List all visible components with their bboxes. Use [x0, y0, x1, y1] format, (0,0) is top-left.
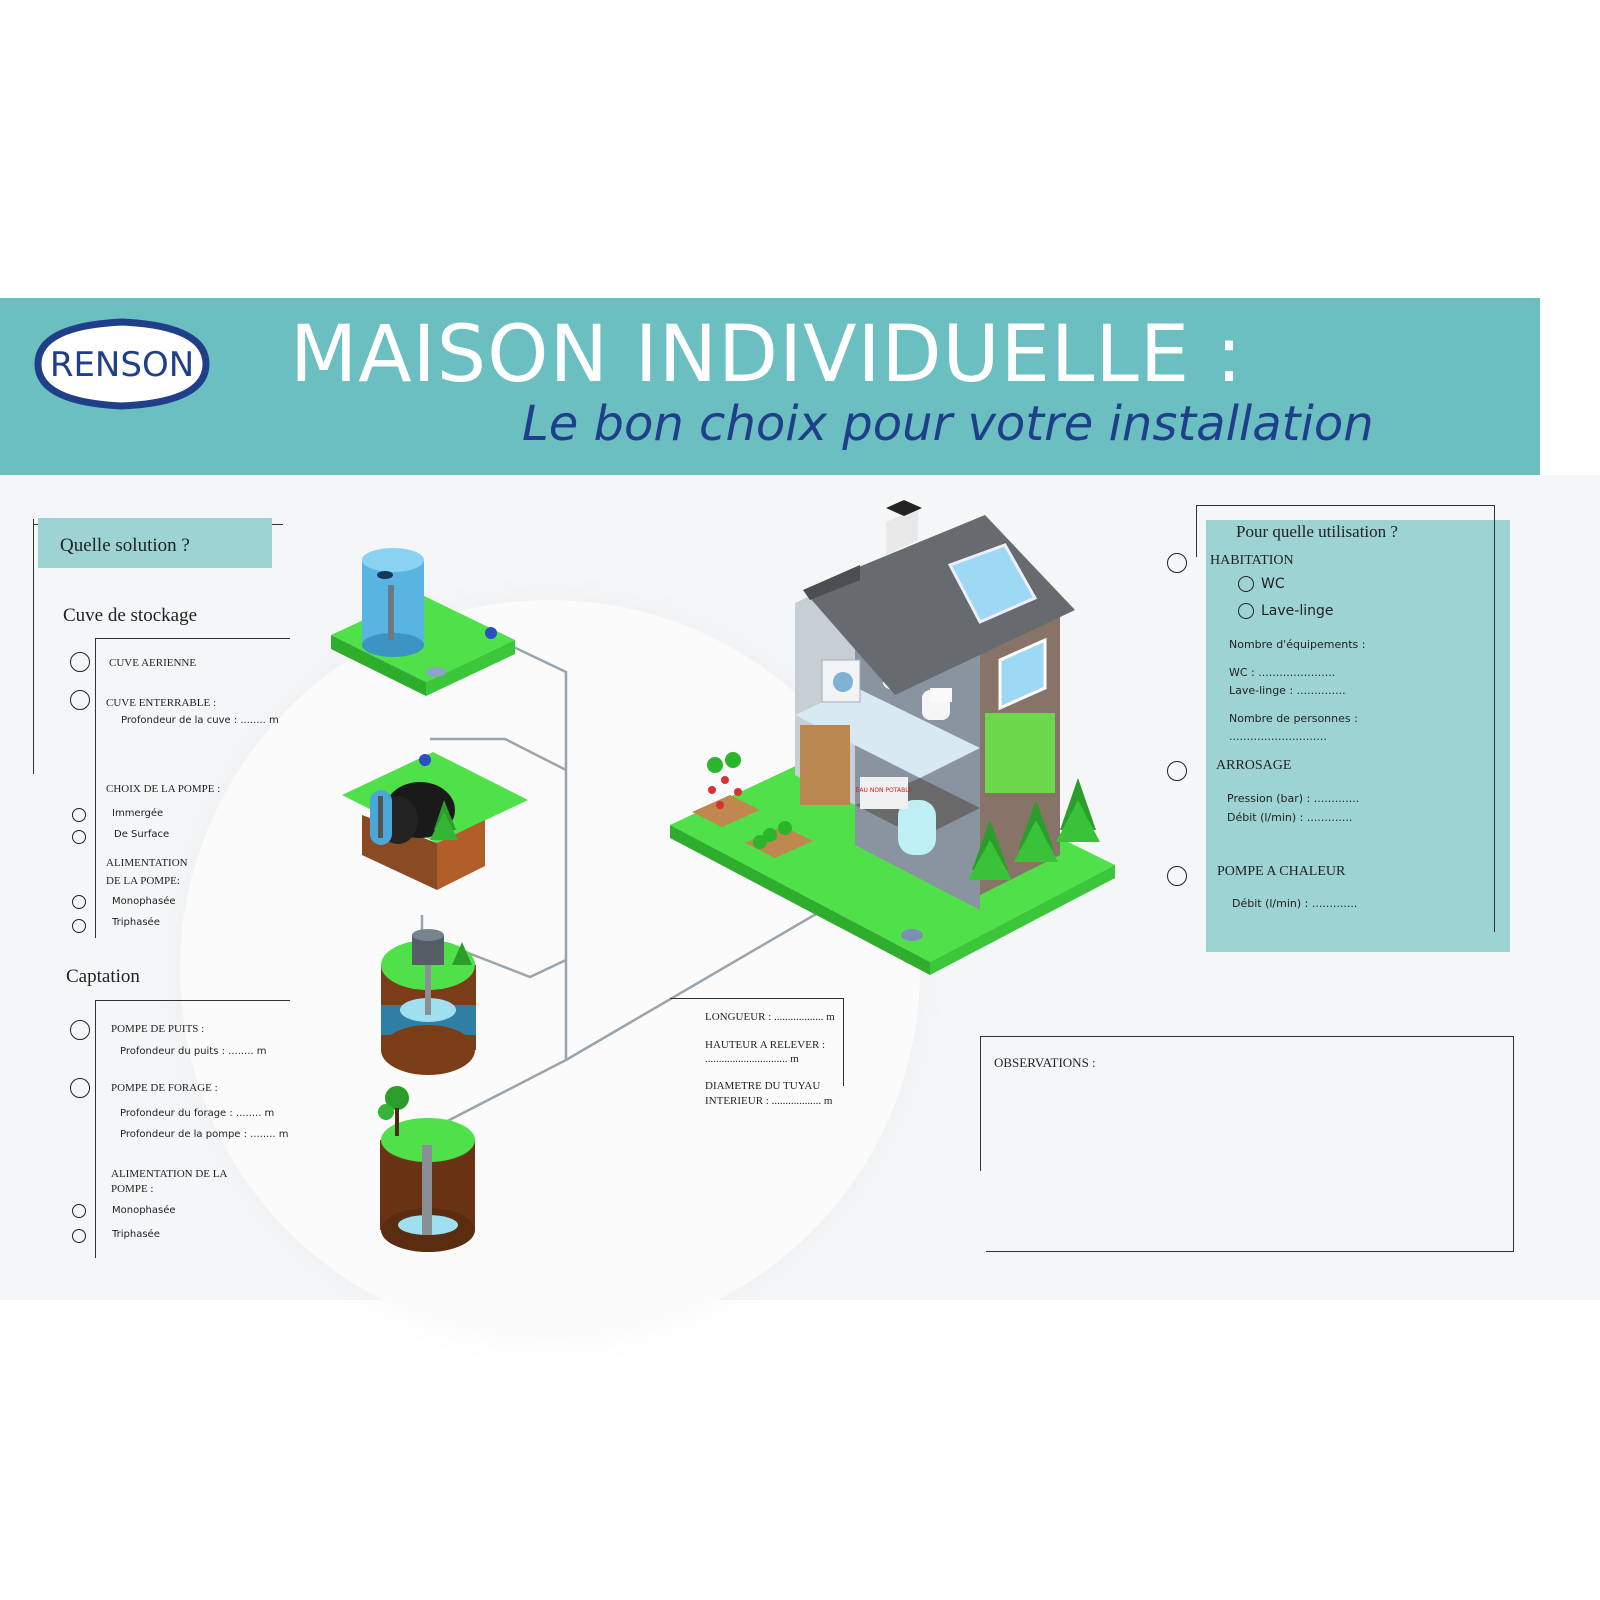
lave-linge-count-field[interactable]: Lave-linge : .............. — [1229, 684, 1346, 697]
diametre-label: DIAMETRE DU TUYAU — [705, 1080, 821, 1092]
pipe-info-frame-top — [670, 998, 844, 999]
borehole-icon — [378, 1086, 475, 1252]
nb-equipements-label: Nombre d'équipements : — [1229, 638, 1366, 651]
pipes — [420, 641, 906, 1132]
above-ground-tank-icon — [331, 548, 515, 696]
diametre-field[interactable]: INTERIEUR : .................. m — [705, 1095, 833, 1107]
immergee-label: Immergée — [112, 808, 164, 819]
observations-input[interactable] — [984, 1074, 1508, 1246]
hauteur-label: HAUTEUR A RELEVER : — [705, 1039, 826, 1051]
header-banner — [0, 298, 1540, 475]
utilisation-heading: Pour quelle utilisation ? — [1236, 522, 1398, 541]
nb-personnes-label: Nombre de personnes : — [1229, 712, 1358, 725]
cuve-enterrable-radio[interactable] — [70, 690, 90, 710]
buried-tank-icon — [342, 752, 528, 890]
pipe-info-frame-line — [843, 998, 844, 1086]
well-icon — [381, 929, 476, 1075]
solution-heading-box — [38, 518, 272, 568]
solution-heading: Quelle solution ? — [60, 535, 190, 556]
habitation-radio[interactable] — [1167, 553, 1187, 573]
tri-storage-label: Triphasée — [112, 917, 160, 928]
profondeur-forage-field[interactable]: Profondeur du forage : ........ m — [120, 1108, 275, 1119]
lave-linge-radio[interactable] — [1238, 603, 1254, 619]
tri-captation-radio[interactable] — [72, 1229, 86, 1243]
pompe-puits-label: POMPE DE PUITS : — [111, 1023, 205, 1035]
utilisation-frame-left — [1196, 505, 1197, 557]
pompe-forage-label: POMPE DE FORAGE : — [111, 1082, 218, 1094]
captation-frame-line — [95, 1000, 96, 1258]
profondeur-puits-field[interactable]: Profondeur du puits : ........ m — [120, 1046, 267, 1057]
pompe-chaleur-label: POMPE A CHALEUR — [1217, 864, 1346, 879]
mono-captation-label: Monophasée — [112, 1205, 176, 1216]
cuve-aerienne-label: CUVE AERIENNE — [109, 657, 197, 669]
storage-title: Cuve de stockage — [63, 605, 198, 626]
immergee-radio[interactable] — [72, 808, 86, 822]
observations-frame-left — [980, 1036, 981, 1171]
wc-radio[interactable] — [1238, 576, 1254, 592]
lave-linge-label: Lave-linge — [1261, 603, 1334, 619]
profondeur-pompe-field[interactable]: Profondeur de la pompe : ........ m — [120, 1129, 289, 1140]
logo-text: RENSON — [50, 345, 194, 385]
alim-captation-label-2: POMPE : — [111, 1183, 154, 1195]
pompe-chaleur-radio[interactable] — [1167, 866, 1187, 886]
observations-frame-right — [1513, 1036, 1514, 1252]
alim-captation-label-1: ALIMENTATION DE LA — [111, 1168, 228, 1180]
debit-arrosage-field[interactable]: Débit (l/min) : ............. — [1227, 811, 1353, 824]
page-title: MAISON INDIVIDUELLE : — [290, 310, 1244, 400]
storage-frame-line — [95, 638, 96, 938]
pression-field[interactable]: Pression (bar) : ............. — [1227, 792, 1360, 805]
cuve-aerienne-radio[interactable] — [70, 652, 90, 672]
choix-pompe-label: CHOIX DE LA POMPE : — [106, 783, 221, 795]
eau-non-potable-sign: EAU NON POTABLE — [856, 787, 913, 794]
longueur-field[interactable]: LONGUEUR : .................. m — [705, 1011, 835, 1023]
nb-personnes-field[interactable]: ............................ — [1229, 730, 1327, 743]
mono-storage-label: Monophasée — [112, 896, 176, 907]
pompe-forage-radio[interactable] — [70, 1078, 90, 1098]
alim-pompe-label-1: ALIMENTATION — [106, 857, 188, 869]
debit-pac-field[interactable]: Débit (l/min) : ............. — [1232, 897, 1358, 910]
mono-storage-radio[interactable] — [72, 895, 86, 909]
storage-frame-top — [95, 638, 290, 639]
observations-frame-bottom — [986, 1251, 1514, 1252]
tri-captation-label: Triphasée — [112, 1229, 160, 1240]
mono-captation-radio[interactable] — [72, 1204, 86, 1218]
cuve-enterrable-label: CUVE ENTERRABLE : — [106, 697, 216, 709]
profondeur-cuve-field[interactable]: Profondeur de la cuve : ........ m — [121, 715, 279, 726]
captation-frame-top — [95, 1000, 290, 1001]
house-icon: EAU NON POTABLE — [670, 500, 1115, 975]
utilisation-panel — [1206, 520, 1510, 952]
tri-storage-radio[interactable] — [72, 919, 86, 933]
surface-label: De Surface — [114, 829, 170, 840]
alim-pompe-label-2: DE LA POMPE: — [106, 875, 180, 887]
utilisation-frame-top — [1196, 505, 1495, 506]
utilisation-frame-right — [1494, 505, 1495, 932]
arrosage-label: ARROSAGE — [1216, 758, 1292, 773]
observations-frame-top — [980, 1036, 1514, 1037]
surface-radio[interactable] — [72, 830, 86, 844]
captation-title: Captation — [66, 966, 140, 987]
left-frame-line — [33, 519, 34, 774]
renson-logo: RENSON — [32, 314, 212, 414]
hauteur-field[interactable]: .............................. m — [705, 1053, 799, 1065]
pompe-puits-radio[interactable] — [70, 1020, 90, 1040]
wc-count-field[interactable]: WC : ...................... — [1229, 666, 1336, 679]
observations-label: OBSERVATIONS : — [994, 1055, 1096, 1070]
habitation-label: HABITATION — [1210, 553, 1294, 568]
wc-label: WC — [1261, 576, 1285, 592]
arrosage-radio[interactable] — [1167, 761, 1187, 781]
page-subtitle: Le bon choix pour votre installation — [522, 396, 1374, 452]
